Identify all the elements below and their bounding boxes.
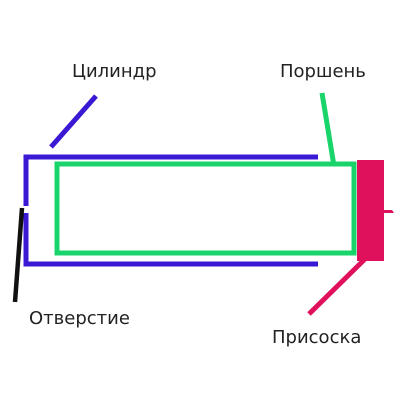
hole-pointer-line [12, 207, 25, 303]
cylinder-outline [23, 154, 318, 267]
suction-cup [357, 160, 384, 261]
piston-outline [54, 161, 357, 256]
suction-cup-pointer-line [307, 256, 368, 316]
suction-cup-label: Присоска [272, 327, 362, 348]
cylinder-label: Цилиндр [72, 61, 157, 82]
piston-pointer-line [319, 92, 337, 167]
cylinder-pointer-line [49, 94, 98, 149]
piston-label: Поршень [280, 61, 366, 82]
suction-cup-tip [384, 210, 394, 213]
hole-label: Отверстие [29, 308, 130, 329]
